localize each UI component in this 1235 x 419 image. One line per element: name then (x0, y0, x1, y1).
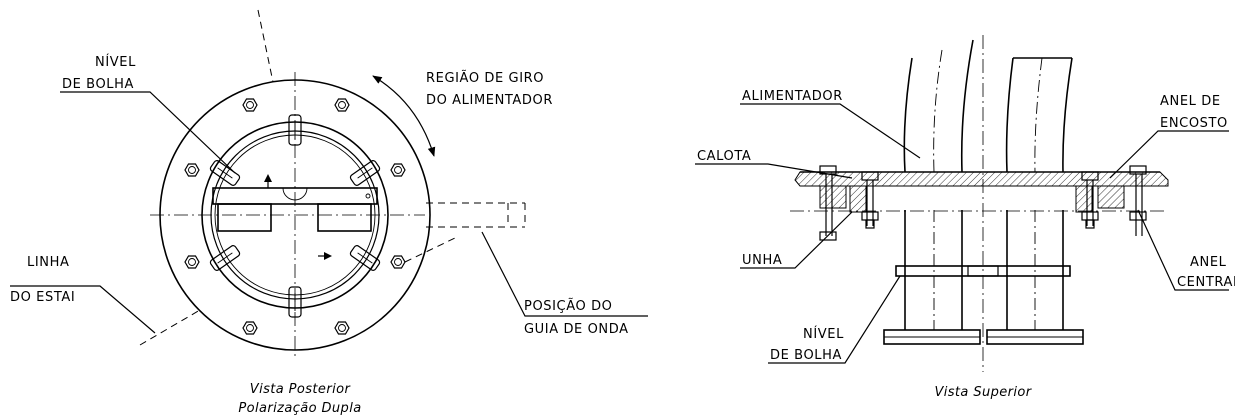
label-feeder: ALIMENTADOR (742, 89, 843, 104)
flange-block-left (819, 185, 847, 209)
caption-dual-polarization: Polarização Dupla (238, 401, 361, 416)
label-waveguide-1: POSIÇÃO DO (524, 298, 613, 314)
clamp-tab (209, 160, 241, 186)
guy-line-bottom-dash-2 (404, 237, 456, 263)
label-center-ring-1: ANEL (1190, 255, 1227, 270)
leader-bubble-level (60, 91, 236, 174)
label-center-ring-2: CENTRAL (1177, 275, 1235, 290)
label-bubble-level-1: NÍVEL (95, 54, 136, 70)
bolt-left-1 (819, 165, 837, 241)
bolt-nut (334, 321, 350, 335)
bolt-nut (390, 255, 406, 269)
rear-view: NÍVEL DE BOLHA REGIÃO DE GIRO DO ALIMENT… (10, 9, 648, 416)
label-guy-line-1: LINHA (27, 255, 69, 270)
bolt-right-1 (1081, 171, 1099, 229)
caption-rear-view: Vista Posterior (250, 382, 352, 397)
clamp-tabs (209, 114, 381, 318)
clamp-tab (349, 160, 381, 186)
leader-claw (740, 211, 853, 269)
clamp-tab (209, 245, 241, 271)
label-bubble-level-top-2: DE BOLHA (770, 348, 842, 363)
bolt-nut (242, 321, 258, 335)
label-claw: UNHA (742, 253, 782, 268)
label-stop-ring-2: ENCOSTO (1160, 116, 1228, 131)
flange-block-right-2 (1097, 185, 1125, 209)
bolt-left-2 (861, 171, 879, 229)
feed-port-right (317, 203, 372, 232)
bolt-nut (184, 163, 200, 177)
top-view: ALIMENTADOR CALOTA UNHA NÍVEL DE BOLHA A… (695, 35, 1235, 400)
label-rotation-1: REGIÃO DE GIRO (426, 70, 544, 86)
cap-plate (794, 171, 1169, 187)
feeder-tube-left (903, 39, 974, 330)
feed-port-left (217, 203, 272, 232)
guy-line-top-dash (257, 9, 274, 83)
level-up-arrow-icon (264, 174, 272, 188)
leader-guy-line (10, 285, 156, 334)
level-right-arrow-icon (318, 252, 332, 260)
leader-stop-ring (1109, 130, 1229, 179)
bolt-right-2 (1129, 165, 1147, 236)
leader-cap (695, 163, 853, 179)
leader-waveguide (481, 231, 648, 317)
leader-bubble-level-top (768, 275, 901, 364)
label-bubble-level-2: DE BOLHA (62, 77, 134, 92)
leader-feeder (740, 103, 921, 159)
label-waveguide-2: GUIA DE ONDA (524, 322, 629, 337)
feeder-tube-right (1005, 57, 1073, 330)
flange-bolts (184, 98, 406, 335)
clamp-tab (288, 114, 302, 146)
bolt-nut (334, 98, 350, 112)
label-stop-ring-1: ANEL DE (1160, 94, 1221, 109)
bolt-nut (242, 98, 258, 112)
bolt-nut (390, 163, 406, 177)
rotation-arc-arrow-icon (372, 75, 436, 157)
clamp-tab (349, 245, 381, 271)
label-rotation-2: DO ALIMENTADOR (426, 93, 553, 108)
label-bubble-level-top-1: NÍVEL (803, 326, 844, 342)
caption-top-view: Vista Superior (934, 385, 1032, 400)
clamp-tab (288, 286, 302, 318)
leader-center-ring (1137, 209, 1229, 291)
label-guy-line-2: DO ESTAI (10, 290, 75, 305)
bolt-nut (184, 255, 200, 269)
flange-block-left-2 (849, 185, 867, 213)
bubble-level-bar-top (895, 265, 1071, 277)
bubble-level-bar (212, 187, 378, 205)
label-cap: CALOTA (697, 149, 751, 164)
flange-block-right (1075, 185, 1093, 213)
waveguide-outline (426, 202, 526, 228)
